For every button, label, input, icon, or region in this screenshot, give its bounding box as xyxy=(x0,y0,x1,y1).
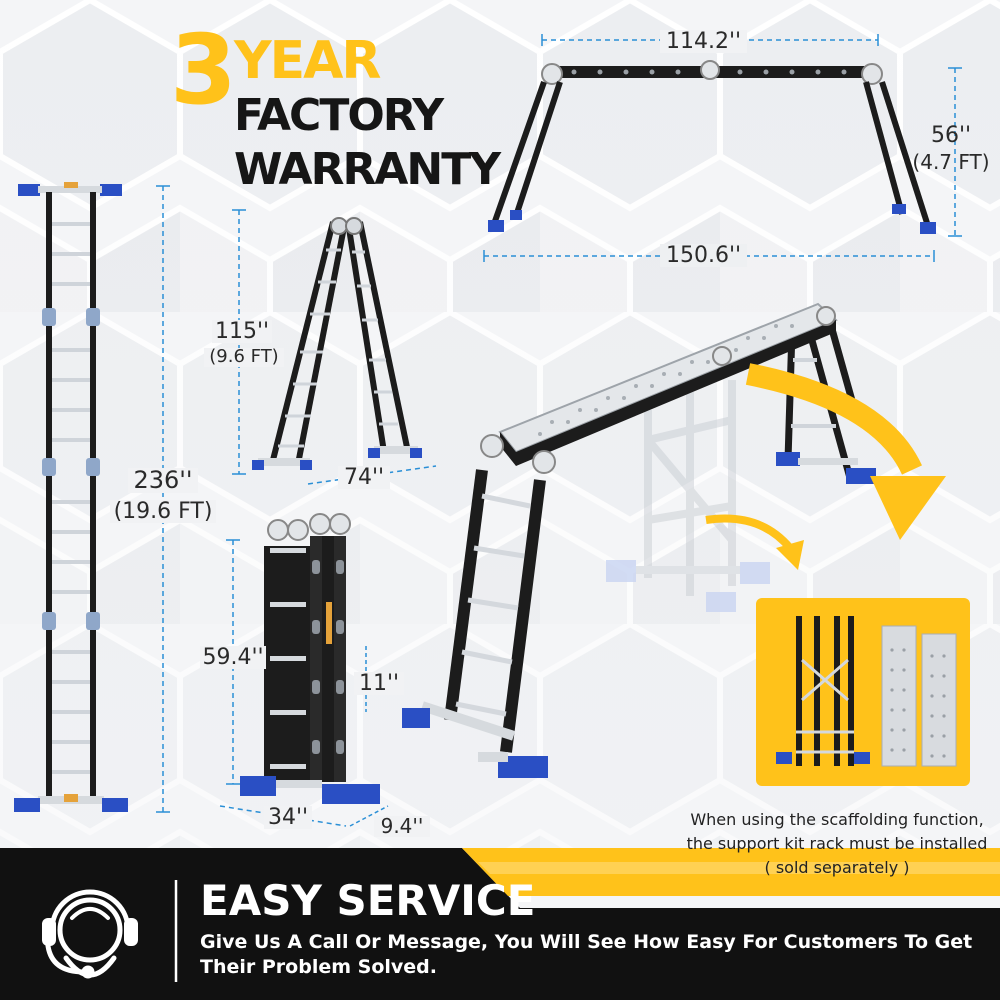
dimension-folded-height: 59.4'' xyxy=(200,646,266,669)
warranty-number: 3 xyxy=(170,14,237,126)
service-banner xyxy=(0,848,1000,1000)
headset-support-icon xyxy=(42,889,138,979)
dimension-folded-depth: 9.4'' xyxy=(374,816,430,837)
dimension-folded-width: 34'' xyxy=(264,806,312,829)
dimension-a-frame-base: 74'' xyxy=(338,466,390,489)
support-kit-inset xyxy=(756,598,970,786)
dimension-bridge-height-ft: (4.7 FT) xyxy=(912,150,990,174)
scaffold-note-line-3: ( sold separately ) xyxy=(764,858,910,877)
straight-ladder xyxy=(14,182,128,812)
bridge-ladder xyxy=(488,60,936,234)
folded-ladder xyxy=(240,513,380,804)
curved-arrow-icon xyxy=(870,476,946,540)
warranty-line-2: WARRANTY xyxy=(234,144,501,195)
dimension-bridge-height: 56'' xyxy=(930,123,972,148)
scaffold-note-line-1: When using the scaffolding function, xyxy=(690,810,984,829)
a-frame-ladder xyxy=(252,217,422,470)
warranty-badge: 3 YEAR FACTORY WARRANTY xyxy=(170,14,501,194)
dimension-folded-section: 11'' xyxy=(354,672,404,695)
dimension-a-frame-height: 115'' xyxy=(212,320,272,343)
warranty-year: YEAR xyxy=(234,31,381,91)
dimension-straight-height: 236'' xyxy=(128,467,198,494)
service-description: Give Us A Call Or Message, You Will See … xyxy=(200,931,973,978)
dimension-bridge-span: 150.6'' xyxy=(660,244,748,267)
scaffold-note-line-2: the support kit rack must be installed xyxy=(686,834,988,853)
scaffold-ladder xyxy=(402,302,876,778)
warranty-line-1: FACTORY xyxy=(234,90,444,141)
dimension-top-width: 114.2'' xyxy=(660,30,748,53)
dimension-a-frame-height-ft: (9.6 FT) xyxy=(204,347,284,367)
service-title: EASY SERVICE xyxy=(200,876,536,925)
scaffold-note: When using the scaffolding function, the… xyxy=(672,808,1000,880)
dimension-straight-height-ft: (19.6 FT) xyxy=(110,500,216,523)
